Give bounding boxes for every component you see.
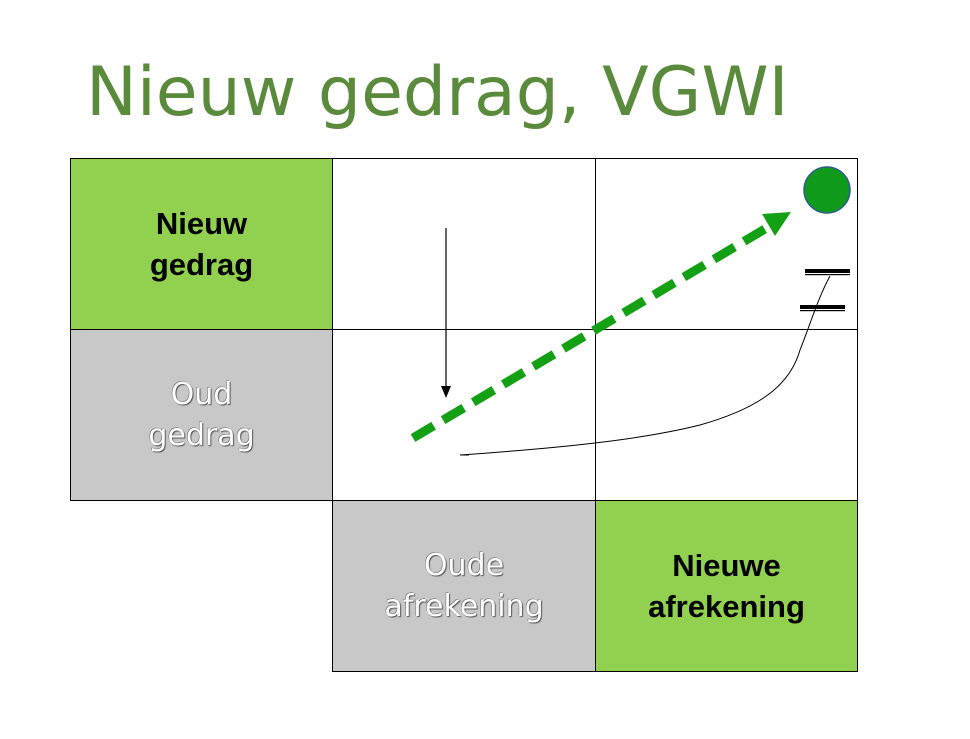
row-header-new-behavior: Nieuw gedrag	[70, 158, 333, 330]
column-header-old-settlement-line2: afrekening	[384, 589, 544, 624]
transition-curve	[459, 275, 831, 456]
column-header-new-settlement-line2: afrekening	[648, 589, 805, 624]
target-dot	[803, 166, 851, 214]
down-arrow	[441, 228, 451, 398]
column-header-old-settlement: Oude afrekening	[332, 500, 596, 672]
row-header-new-behavior-line2: gedrag	[149, 247, 254, 282]
row-header-old-behavior-line2: gedrag	[148, 418, 255, 453]
row-header-old-behavior: Oud gedrag	[70, 329, 333, 501]
page-title: Nieuw gedrag, VGWI	[86, 53, 789, 132]
green-dashed-arrow	[410, 212, 791, 442]
column-header-old-settlement-line1: Oude	[423, 548, 505, 583]
row-header-new-behavior-line1: Nieuw	[155, 206, 248, 241]
column-header-new-settlement-line1: Nieuwe	[672, 548, 781, 583]
column-header-new-settlement: Nieuwe afrekening	[595, 500, 858, 672]
equals-marks	[800, 269, 850, 312]
row-header-old-behavior-line1: Oud	[170, 377, 233, 412]
